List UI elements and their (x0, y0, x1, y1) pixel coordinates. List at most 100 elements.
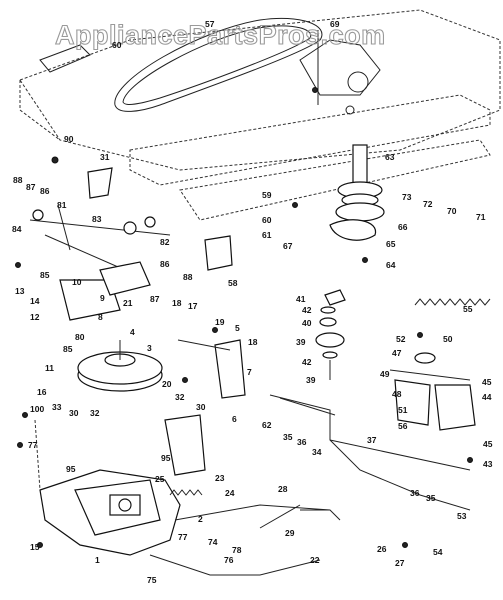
drive-pulley (77, 340, 163, 392)
callout-87: 87 (26, 182, 36, 192)
callout-18b: 18 (248, 337, 258, 347)
callout-51: 51 (398, 405, 408, 415)
callout-17: 17 (188, 301, 198, 311)
spring (414, 298, 491, 306)
callout-64: 64 (386, 260, 396, 270)
callout-37: 37 (367, 435, 377, 445)
callout-10: 10 (72, 277, 82, 287)
callout-83: 83 (92, 214, 102, 224)
callout-86: 86 (40, 186, 50, 196)
callout-11: 11 (45, 363, 54, 373)
callout-36b: 36 (410, 488, 420, 498)
callout-26: 26 (377, 544, 387, 554)
callout-48: 48 (392, 389, 402, 399)
callout-56: 56 (398, 421, 408, 431)
callout-32b: 32 (175, 392, 185, 402)
callout-67: 67 (283, 241, 293, 251)
callout-81: 81 (57, 200, 67, 210)
callout-66: 66 (398, 222, 408, 232)
callout-78: 78 (232, 545, 242, 555)
callout-6: 6 (232, 414, 237, 424)
callout-86b: 86 (160, 259, 170, 269)
callout-59: 59 (262, 190, 272, 200)
callout-25: 25 (155, 474, 165, 484)
callout-49: 49 (380, 369, 390, 379)
callout-84: 84 (12, 224, 22, 234)
callout-63: 63 (385, 152, 395, 162)
callout-31: 31 (100, 152, 110, 162)
callout-77: 77 (28, 440, 38, 450)
callout-16: 16 (37, 387, 47, 397)
callout-15: 15 (30, 542, 40, 552)
callout-40: 40 (302, 318, 312, 328)
callout-72: 72 (423, 199, 433, 209)
callout-labels: 57 60 69 90 31 63 88 87 86 81 83 82 84 8… (12, 19, 493, 585)
callout-34: 34 (312, 447, 322, 457)
callout-14: 14 (30, 296, 40, 306)
callout-24: 24 (225, 488, 235, 498)
callout-100: 100 (30, 404, 44, 414)
callout-95b: 95 (161, 453, 171, 463)
callout-45: 45 (482, 377, 492, 387)
callout-36: 36 (297, 437, 307, 447)
callout-47: 47 (392, 348, 402, 358)
spindle-assembly (317, 30, 385, 222)
transaxle (34, 419, 181, 556)
left-linkage (29, 204, 171, 321)
callout-69: 69 (330, 19, 340, 29)
callout-74: 74 (208, 537, 218, 547)
callout-71: 71 (476, 212, 486, 222)
callout-39b: 39 (306, 375, 316, 385)
callout-87b: 87 (150, 294, 160, 304)
callout-85b: 85 (63, 344, 73, 354)
callout-58: 58 (228, 278, 238, 288)
callout-22: 22 (310, 555, 320, 565)
fasteners (15, 87, 473, 548)
callout-42b: 42 (302, 357, 312, 367)
callout-88b: 88 (183, 272, 193, 282)
callout-44: 44 (482, 392, 492, 402)
callout-85: 85 (40, 270, 50, 280)
drive-belt (114, 17, 323, 112)
callout-21: 21 (123, 298, 133, 308)
callout-60: 60 (112, 40, 122, 50)
callout-32: 32 (90, 408, 100, 418)
callout-8: 8 (98, 312, 103, 322)
callout-77b: 77 (178, 532, 188, 542)
callout-3: 3 (147, 343, 152, 353)
callout-80: 80 (75, 332, 85, 342)
callout-43: 43 (483, 459, 493, 469)
callout-55: 55 (463, 304, 473, 314)
callout-2: 2 (198, 514, 203, 524)
callout-5: 5 (235, 323, 240, 333)
callout-41: 41 (296, 294, 306, 304)
right-lever-assembly (389, 352, 476, 431)
callout-90: 90 (64, 134, 74, 144)
callout-62: 62 (262, 420, 272, 430)
callout-88: 88 (13, 175, 23, 185)
callout-95: 95 (66, 464, 76, 474)
callout-9: 9 (100, 293, 105, 303)
callout-50: 50 (443, 334, 453, 344)
callout-20: 20 (162, 379, 172, 389)
callout-13: 13 (15, 286, 25, 296)
callout-35b: 35 (426, 493, 436, 503)
callout-28: 28 (278, 484, 288, 494)
callout-30b: 30 (196, 402, 206, 412)
callout-23: 23 (215, 473, 225, 483)
callout-61: 61 (262, 230, 272, 240)
callout-27: 27 (395, 558, 405, 568)
callout-54b: 54 (433, 547, 443, 557)
callout-4: 4 (130, 327, 135, 337)
callout-75: 75 (147, 575, 157, 585)
callout-35: 35 (283, 432, 293, 442)
callout-65: 65 (386, 239, 396, 249)
callout-7: 7 (247, 367, 252, 377)
callout-42: 42 (302, 305, 312, 315)
callout-45b: 45 (483, 439, 493, 449)
callout-70: 70 (447, 206, 457, 216)
watermark: AppliancePartsPros.com (55, 20, 386, 50)
callout-73: 73 (402, 192, 412, 202)
